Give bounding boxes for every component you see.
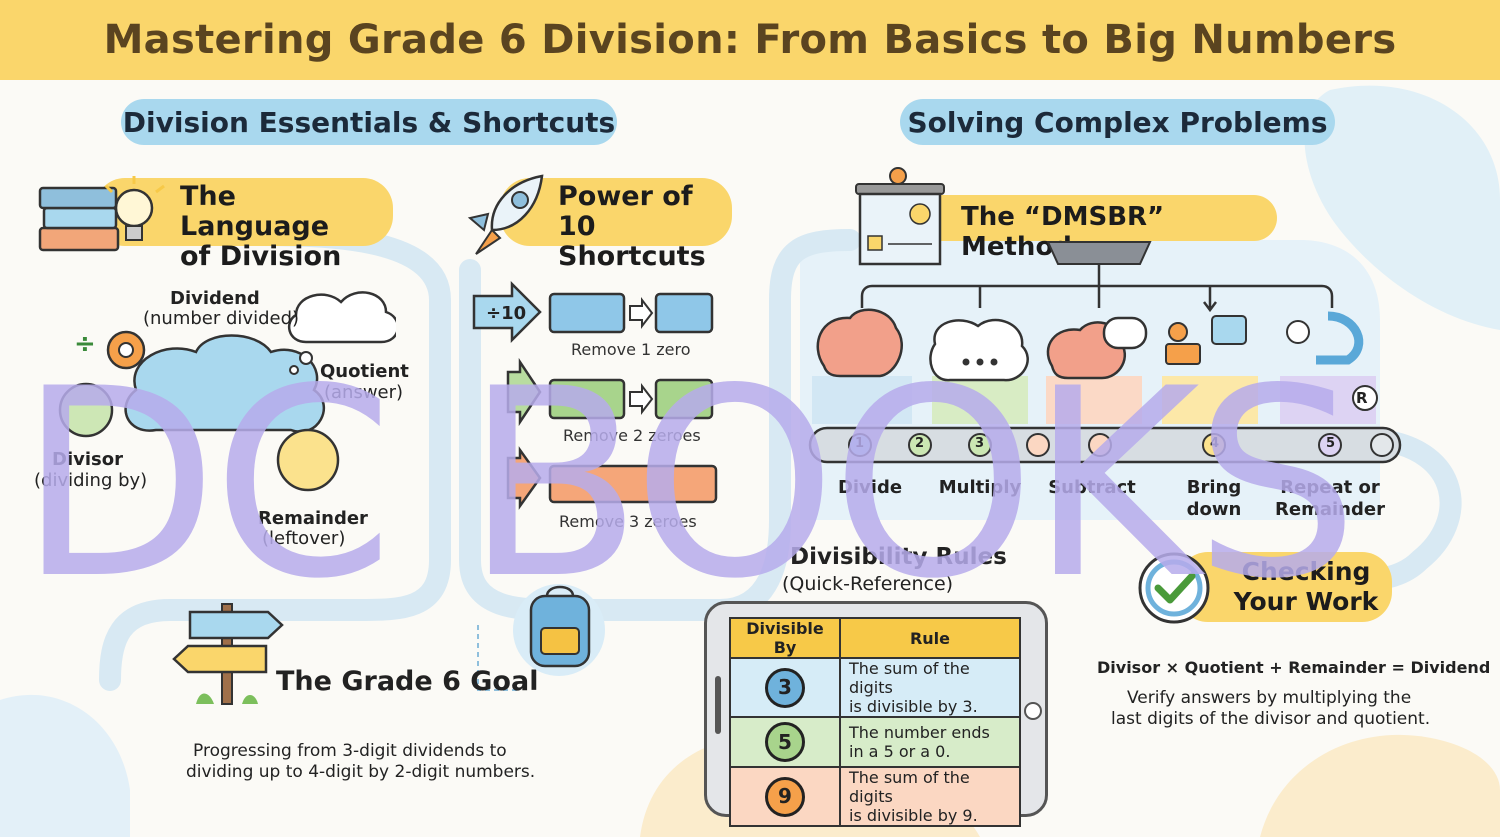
- quotient-note: (answer): [324, 382, 404, 403]
- divisibility-subtitle: (Quick-Reference): [782, 573, 954, 595]
- power10-title-pill: Power of 10 Shortcuts: [500, 178, 732, 272]
- title-banner: Mastering Grade 6 Division: From Basics …: [0, 0, 1500, 80]
- check-formula: Divisor × Quotient + Remainder = Dividen…: [1097, 658, 1491, 677]
- rule-5-line2: in a 5 or a 0.: [849, 742, 951, 761]
- books-lightbulb-icon: [38, 176, 165, 252]
- checking-title-line1: Checking: [1241, 557, 1371, 586]
- divisor-label: Divisor: [52, 449, 123, 470]
- language-title-line1: The Language: [180, 181, 330, 242]
- goal-desc-line1: Progressing from 3-digit dividends to: [193, 741, 507, 761]
- table-header-rule: Rule: [839, 617, 1021, 659]
- backpack-icon: [513, 584, 605, 676]
- divisibility-title: Divisibility Rules: [790, 544, 1007, 570]
- power10-row-3: Remove 3 zeroes: [559, 512, 697, 531]
- checking-title-line2: Your Work: [1233, 587, 1379, 616]
- power10-row-1: Remove 1 zero: [571, 340, 691, 359]
- rule-number-3: 3: [765, 667, 805, 708]
- divisor-note: (dividing by): [34, 470, 148, 491]
- dmsbr-title-pill: The “DMSBR” Method: [905, 195, 1277, 262]
- goal-title: The Grade 6 Goal: [276, 666, 539, 697]
- signpost-icon: [172, 603, 284, 705]
- step-2-number: 2: [915, 436, 925, 451]
- rocket-icon: [467, 174, 544, 255]
- remainder-note: (leftover): [262, 528, 346, 549]
- dividend-label: Dividend: [170, 288, 260, 309]
- checkmark-icon: [1138, 552, 1210, 624]
- tablet-home-button: [1024, 702, 1042, 720]
- step-4-number: 4: [1210, 436, 1220, 451]
- step-3-label: Subtract: [1048, 477, 1136, 498]
- rule-number-9: 9: [765, 776, 805, 817]
- power10-row-2: Remove 2 zeroes: [563, 426, 701, 445]
- svg-text:÷: ÷: [74, 329, 96, 359]
- step-1-number: 1: [855, 436, 865, 451]
- dashboard-icon: [855, 167, 945, 266]
- rule-9-line1: The sum of the digits: [849, 768, 970, 806]
- power10-title-line1: Power of 10: [558, 181, 693, 242]
- rule-3-line1: The sum of the digits: [849, 659, 970, 697]
- tablet-side-button: [715, 676, 721, 734]
- dmsbr-flow-diagram: [808, 241, 1402, 464]
- rule-9-line2: is divisible by 9.: [849, 806, 978, 825]
- left-section-heading: Division Essentials & Shortcuts: [121, 99, 617, 145]
- right-section-heading: Solving Complex Problems: [900, 99, 1335, 145]
- division-terms-diagram: ÷: [58, 291, 396, 492]
- remainder-label: Remainder: [258, 508, 368, 529]
- dividend-note: (number divided): [143, 308, 300, 329]
- language-title-line2: of Division: [180, 241, 342, 272]
- check-desc-line1: Verify answers by multiplying the: [1127, 688, 1412, 708]
- step-2-label: Multiply: [938, 477, 1022, 498]
- step-5-number: 5: [1326, 436, 1336, 451]
- language-title-pill: The Language of Division: [95, 178, 393, 272]
- rule-number-5: 5: [765, 722, 805, 762]
- check-desc-line2: last digits of the divisor and quotient.: [1111, 709, 1431, 729]
- divisibility-table: Divisible By Rule 3 The sum of the digit…: [729, 617, 1021, 827]
- table-header-divisible-by: Divisible By: [729, 617, 841, 659]
- power10-diagram: [472, 280, 718, 510]
- checking-title-pill: Checking Your Work: [1178, 552, 1392, 622]
- step-3-number: 3: [975, 436, 985, 451]
- rule-3-line2: is divisible by 3.: [849, 697, 978, 716]
- quotient-label: Quotient: [320, 361, 409, 382]
- power10-op: ÷10: [486, 303, 527, 324]
- rule-5-line1: The number ends: [849, 723, 990, 742]
- power10-title-line2: Shortcuts: [558, 241, 706, 272]
- tablet-frame: Divisible By Rule 3 The sum of the digit…: [704, 601, 1048, 827]
- remainder-badge: R: [1356, 389, 1368, 407]
- watermark: DC BOOKS: [18, 334, 1359, 636]
- step-1-label: Divide: [837, 477, 903, 498]
- page-title: Mastering Grade 6 Division: From Basics …: [103, 17, 1397, 63]
- goal-desc-line2: dividing up to 4-digit by 2-digit number…: [186, 762, 536, 782]
